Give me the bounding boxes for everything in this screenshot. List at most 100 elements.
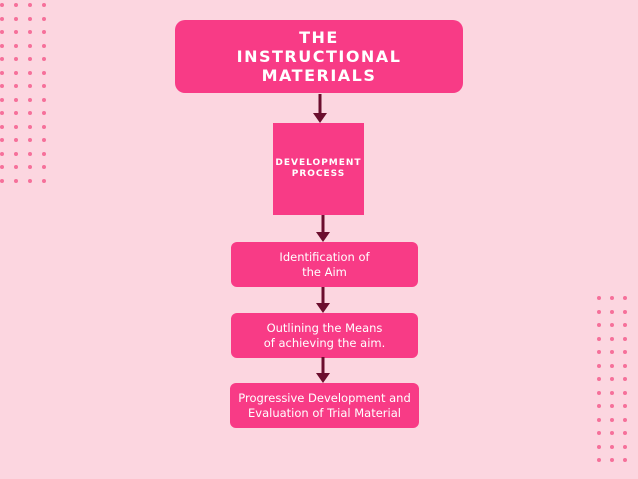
decorative-dot bbox=[597, 336, 601, 341]
decorative-dot bbox=[14, 165, 18, 169]
decorative-dot bbox=[42, 124, 46, 129]
decorative-dot bbox=[623, 309, 627, 314]
decorative-dot bbox=[42, 97, 46, 102]
decorative-dot bbox=[0, 178, 4, 183]
decorative-dot bbox=[610, 363, 614, 368]
decorative-dot bbox=[28, 124, 32, 129]
decorative-dot bbox=[610, 336, 614, 341]
step-3-line-1: Progressive Development and bbox=[238, 390, 411, 405]
decorative-dot bbox=[14, 97, 18, 102]
decorative-dot bbox=[610, 444, 614, 449]
decorative-dot bbox=[42, 138, 46, 142]
decorative-dot bbox=[0, 151, 4, 156]
decorative-dot bbox=[42, 84, 46, 88]
decorative-dot bbox=[0, 97, 4, 102]
decorative-dot bbox=[14, 43, 18, 48]
decorative-dot bbox=[14, 84, 18, 88]
decorative-dot bbox=[623, 404, 627, 408]
decorative-dot bbox=[14, 70, 18, 75]
decorative-dot bbox=[623, 458, 627, 462]
decorative-dot bbox=[597, 377, 601, 381]
decorative-dot bbox=[42, 151, 46, 156]
decorative-dot bbox=[597, 417, 601, 422]
decorative-dot bbox=[623, 444, 627, 449]
decorative-dot bbox=[597, 444, 601, 449]
decorative-dot bbox=[597, 363, 601, 368]
decorative-dot bbox=[610, 350, 614, 354]
arrow-step-1-to-step-2 bbox=[316, 287, 330, 313]
decorative-dot bbox=[28, 178, 32, 183]
process-line-1: DEVELOPMENT bbox=[275, 158, 362, 168]
decorative-dot bbox=[623, 323, 627, 327]
decorative-dot bbox=[623, 377, 627, 381]
decorative-dot bbox=[42, 30, 46, 34]
arrow-title-to-process bbox=[313, 94, 327, 123]
decorative-dot bbox=[597, 323, 601, 327]
decorative-dot bbox=[42, 43, 46, 48]
decorative-dot bbox=[28, 97, 32, 102]
decorative-dot bbox=[42, 57, 46, 61]
decorative-dot bbox=[597, 390, 601, 395]
decorative-dot bbox=[610, 309, 614, 314]
decorative-dot bbox=[28, 165, 32, 169]
decorative-dot bbox=[610, 296, 614, 300]
decorative-dot bbox=[28, 111, 32, 115]
decorative-dot bbox=[28, 84, 32, 88]
decorative-dot bbox=[28, 57, 32, 61]
decorative-dot bbox=[623, 336, 627, 341]
decorative-dot bbox=[623, 363, 627, 368]
decorative-dot bbox=[14, 3, 18, 7]
decorative-dot bbox=[14, 30, 18, 34]
arrow-step-2-to-step-3 bbox=[316, 357, 330, 383]
decorative-dot bbox=[0, 124, 4, 129]
decorative-dot bbox=[610, 323, 614, 327]
step-2-line-2: of achieving the aim. bbox=[263, 335, 386, 350]
decorative-dot bbox=[42, 70, 46, 75]
decorative-dot bbox=[623, 417, 627, 422]
decorative-dot bbox=[28, 70, 32, 75]
decorative-dot bbox=[42, 111, 46, 115]
decorative-dot bbox=[14, 124, 18, 129]
decorative-dot bbox=[28, 3, 32, 7]
decorative-dot bbox=[597, 296, 601, 300]
title-line-2: MATERIALS bbox=[261, 66, 377, 85]
process-box: DEVELOPMENT PROCESS bbox=[273, 123, 364, 215]
decorative-dot bbox=[0, 111, 4, 115]
decorative-dot bbox=[0, 3, 4, 7]
decorative-dot bbox=[0, 30, 4, 34]
decorative-dot bbox=[610, 417, 614, 422]
step-box-outlining: Outlining the Means of achieving the aim… bbox=[231, 313, 418, 358]
decorative-dot bbox=[0, 138, 4, 142]
title-line-1: THE INSTRUCTIONAL bbox=[236, 28, 402, 66]
decorative-dot bbox=[14, 138, 18, 142]
decorative-dot bbox=[42, 178, 46, 183]
decorative-dot bbox=[597, 431, 601, 435]
decorative-dot bbox=[0, 70, 4, 75]
decorative-dot bbox=[597, 350, 601, 354]
decorative-dot bbox=[610, 390, 614, 395]
decorative-dot bbox=[28, 138, 32, 142]
decorative-dot bbox=[14, 151, 18, 156]
decorative-dot bbox=[14, 111, 18, 115]
decorative-dot bbox=[28, 16, 32, 21]
decorative-dot bbox=[610, 377, 614, 381]
step-box-identification: Identification of the Aim bbox=[231, 242, 418, 287]
decorative-dot bbox=[597, 309, 601, 314]
decorative-dot bbox=[14, 178, 18, 183]
decorative-dot bbox=[28, 43, 32, 48]
decorative-dot bbox=[0, 16, 4, 21]
step-1-line-1: Identification of bbox=[279, 249, 370, 264]
decorative-dot bbox=[14, 57, 18, 61]
step-2-line-1: Outlining the Means bbox=[266, 320, 383, 335]
step-1-line-2: the Aim bbox=[302, 264, 347, 279]
decorative-dot bbox=[597, 404, 601, 408]
decorative-dot bbox=[42, 3, 46, 7]
process-line-2: PROCESS bbox=[291, 169, 346, 179]
decorative-dot bbox=[610, 431, 614, 435]
decorative-dot bbox=[0, 43, 4, 48]
decorative-dot bbox=[42, 165, 46, 169]
decorative-dot bbox=[0, 165, 4, 169]
arrow-process-to-step-1 bbox=[316, 215, 330, 242]
decorative-dot bbox=[623, 350, 627, 354]
decorative-dot bbox=[28, 151, 32, 156]
